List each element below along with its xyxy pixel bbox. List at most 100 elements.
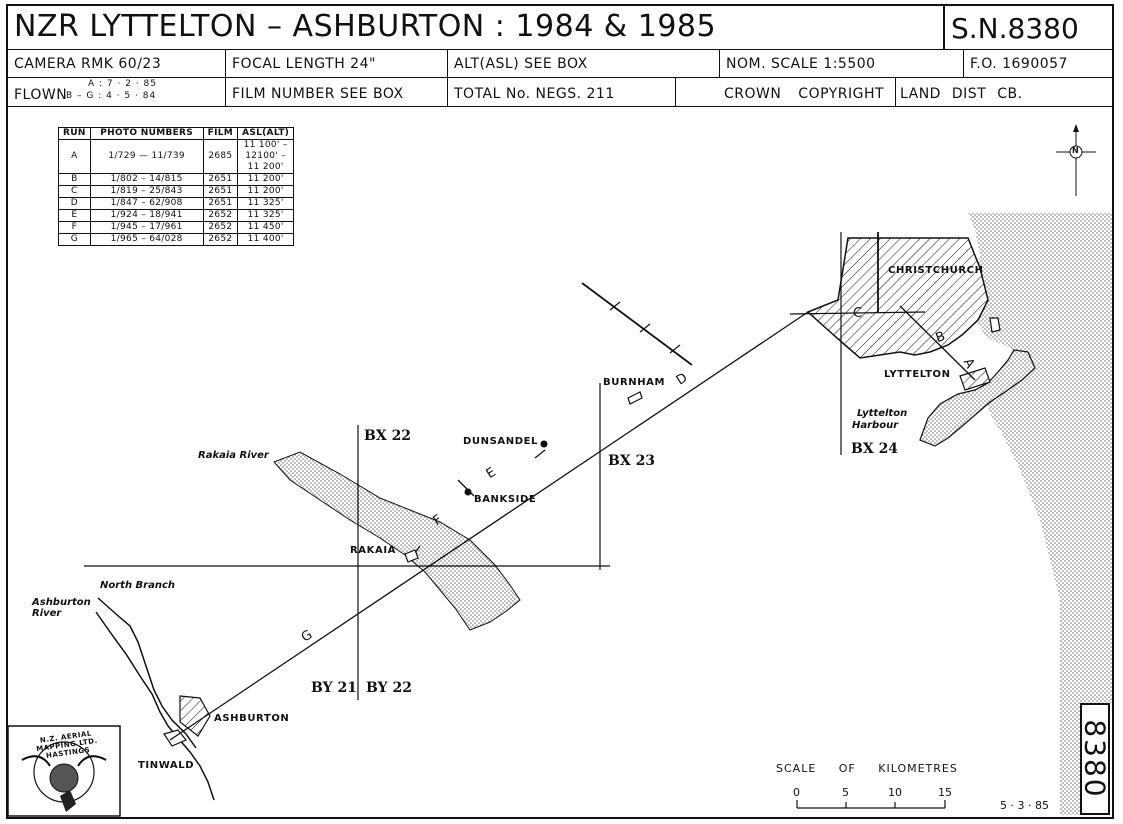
spur-tick (609, 301, 621, 311)
photos-cell: 1/965 – 64/028 (89, 233, 204, 246)
alt-line: 12100' – (245, 151, 287, 161)
spur-tick (639, 323, 651, 333)
scale-tick-label: 0 (793, 786, 800, 799)
run-cell: A (58, 139, 91, 174)
alt-line: 11 100' – (243, 140, 288, 150)
label-by21: BY 21 (311, 680, 357, 696)
label-christchurch: CHRISTCHURCH (888, 265, 984, 276)
label-by22: BY 22 (366, 680, 412, 696)
camera-cell: CAMERA RMK 60/23 (6, 50, 226, 78)
altitude-cell: ALT(ASL) SEE BOX (448, 50, 720, 78)
run-table-header-row: RUN PHOTO NUMBERS FILM ASL(ALT) (58, 127, 295, 140)
flown-label: FLOWN (14, 87, 68, 103)
harbour-inlet (919, 349, 1036, 447)
label-lyttelton-harbour-2: Harbour (852, 420, 899, 431)
alt-line: 11 200' (247, 162, 284, 172)
label-burnham: BURNHAM (603, 377, 666, 388)
film-number-cell: FILM NUMBER SEE BOX (226, 78, 448, 107)
run-e-tick (534, 449, 546, 459)
film-cell: 2685 (202, 139, 239, 174)
focal-length-cell: FOCAL LENGTH 24" (226, 50, 448, 78)
alt-cell: 11 400' (237, 233, 295, 246)
label-ashburton: ASHBURTON (214, 713, 290, 724)
sheet-number-cell: S.N.8380 (944, 4, 1114, 50)
label-bx23: BX 23 (608, 453, 656, 469)
sheet-number-vertical: 8380 (1078, 719, 1112, 799)
film-number-text: FILM NUMBER SEE BOX (232, 86, 404, 102)
tinwald-urban (163, 729, 187, 747)
header-divider-1 (6, 49, 1114, 50)
fo-cell: F.O. 1690057 (964, 50, 1114, 78)
label-lyttelton: LYTTELTON (884, 369, 951, 380)
dunsandel-marker (540, 440, 548, 448)
rakaia-marker (404, 549, 419, 563)
north-symbol: N (1072, 146, 1079, 155)
lyttelton-urban (959, 367, 991, 391)
label-rakaia: RAKAIA (350, 545, 396, 556)
map-title: NZR LYTTELTON – ASHBURTON : 1984 & 1985 (14, 9, 717, 44)
copyright-text: CROWN COPYRIGHT (724, 86, 885, 102)
flown-date-a: A : 7 · 2 · 85 (88, 79, 157, 89)
run-label-c: C (853, 306, 863, 321)
sea-area (922, 213, 1112, 815)
focal-length-text: FOCAL LENGTH 24" (232, 56, 376, 72)
altitude-text: ALT(ASL) SEE BOX (454, 56, 588, 72)
total-negs-text: TOTAL No. NEGS. 211 (454, 86, 615, 102)
scale-bar-label: SCALE OF KILOMETRES (776, 762, 958, 775)
label-bx24: BX 24 (851, 441, 899, 457)
label-dunsandel: DUNSANDEL (463, 436, 539, 447)
rakaia-river-area (273, 451, 521, 631)
sheet-number: S.N.8380 (951, 12, 1079, 45)
label-bx22: BX 22 (364, 428, 412, 444)
north-branch (97, 597, 197, 749)
table-row: A 1/729 — 11/739 2685 11 100' – 12100' –… (58, 139, 295, 174)
header-divider-3 (6, 106, 1114, 107)
aerial-mapping-logo (7, 725, 121, 817)
christchurch-urban (806, 237, 989, 359)
header-divider-2 (6, 77, 1114, 78)
nominal-scale-cell: NOM. SCALE 1:5500 (720, 50, 964, 78)
label-bankside: BANKSIDE (474, 494, 537, 505)
burnham-marker (627, 391, 643, 405)
run-cell: G (58, 233, 91, 246)
label-rakaia-river: Rakaia River (198, 450, 269, 461)
run-table: RUN PHOTO NUMBERS FILM ASL(ALT) A 1/729 … (58, 127, 295, 246)
flight-run-g-f-e-d (169, 311, 809, 741)
north-arrow-circle (1069, 145, 1083, 159)
copyright-cell: CROWN COPYRIGHT (676, 78, 896, 107)
flown-cell: FLOWN A : 7 · 2 · 85 B – G : 4 · 5 · 84 (6, 78, 226, 107)
run-f-tick (457, 479, 475, 497)
scale-tick-label: 10 (888, 786, 902, 799)
scale-tick-label: 15 (938, 786, 952, 799)
scale-tick-label: 5 (842, 786, 849, 799)
sheet-number-box: 8380 (1078, 703, 1112, 815)
flight-run-b-a (899, 305, 976, 381)
title-cell: NZR LYTTELTON – ASHBURTON : 1984 & 1985 (6, 4, 944, 50)
label-ashburton-river-2: River (32, 608, 62, 619)
label-tinwald: TINWALD (138, 760, 195, 771)
land-district-cell: LAND DIST CB. (896, 78, 1114, 107)
alt-cell: 11 100' – 12100' – 11 200' (237, 139, 295, 174)
label-ashburton-river-1: Ashburton (32, 597, 91, 608)
ashburton-river (95, 611, 215, 801)
ashburton-urban (179, 695, 211, 737)
land-district-text: LAND DIST CB. (900, 86, 1023, 102)
bankside-marker (464, 488, 472, 496)
coastal-marker (989, 317, 1001, 333)
map-date: 5 · 3 · 85 (1000, 799, 1049, 812)
film-cell: 2652 (202, 233, 239, 246)
flight-run-burnham-spur (581, 282, 693, 366)
fo-text: F.O. 1690057 (970, 56, 1068, 72)
flight-run-c (789, 311, 926, 315)
camera-text: CAMERA RMK 60/23 (14, 56, 162, 72)
spur-tick (669, 344, 681, 354)
map-frame (6, 4, 1114, 819)
total-negs-cell: TOTAL No. NEGS. 211 (448, 78, 676, 107)
flown-date-bg: B – G : 4 · 5 · 84 (66, 91, 157, 101)
label-lyttelton-harbour-1: Lyttelton (857, 408, 908, 419)
